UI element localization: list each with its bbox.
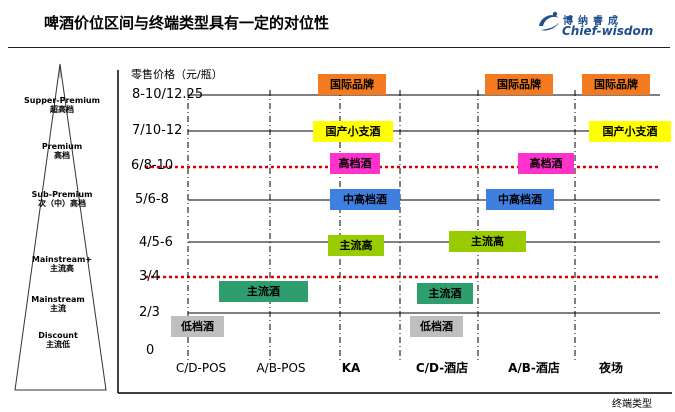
title-divider [8, 47, 670, 48]
y-tick-label: 3/4 [139, 269, 160, 284]
price-pyramid [14, 63, 107, 391]
pyramid-level-cn: 主流低 [46, 340, 70, 349]
pyramid-level-mainstream: Mainstream 主流 [12, 295, 104, 313]
high-grade-box-ka: 高档酒 [330, 153, 380, 174]
pyramid-level-en: Discount [38, 331, 78, 340]
main-high-box-hotel: 主流高 [449, 231, 526, 252]
mid-high-box-ab-hotel: 中高档酒 [486, 189, 554, 210]
logo-english-text: Chief-wisdom [562, 24, 654, 38]
y-tick-label: 5/6-8 [135, 192, 169, 207]
x-tick-label: KA [341, 361, 361, 375]
logo-swirl-icon [539, 11, 559, 31]
mid-high-box-ka: 中高档酒 [330, 189, 400, 210]
x-tick-label: C/D-POS [175, 361, 227, 375]
low-grade-box-pos: 低档酒 [171, 316, 224, 337]
pyramid-level-discount: Discount 主流低 [12, 331, 104, 349]
pyramid-level-cn: 超高档 [50, 105, 74, 114]
main-high-box-ka: 主流高 [328, 235, 384, 256]
pyramid-level-en: Supper-Premium [24, 96, 100, 105]
pyramid-level-cn: 主流高 [50, 264, 74, 273]
domestic-small-box-nightclub: 国产小支酒 [589, 121, 671, 142]
y-tick-label: 0 [146, 343, 155, 358]
pyramid-level-mainstream-plus: Mainstream+ 主流高 [10, 255, 114, 273]
y-tick-label: 7/10-12 [132, 123, 183, 138]
x-tick-label: C/D-酒店 [415, 361, 469, 375]
y-tick-label: 8-10/12.25 [132, 87, 204, 102]
pyramid-level-en: Premium [41, 142, 83, 151]
logo-chinese-text: 博纳睿成 [563, 16, 623, 27]
pyramid-level-en: Mainstream [31, 295, 85, 304]
pyramid-level-en: Mainstream+ [31, 255, 93, 264]
domestic-small-box-ka: 国产小支酒 [313, 121, 393, 142]
mainstream-box-cd-hotel: 主流酒 [417, 283, 473, 304]
pyramid-level-en: Sub-Premium [31, 190, 93, 199]
low-grade-box-cd-hotel: 低档酒 [410, 316, 463, 337]
page-title: 啤酒价位区间与终端类型具有一定的对位性 [44, 14, 330, 32]
pyramid-level-cn: 主流 [50, 304, 66, 313]
x-tick-label: A/B-酒店 [508, 361, 560, 375]
x-tick-label: 夜场 [598, 361, 624, 375]
y-axis-title: 零售价格（元/瓶） [131, 68, 223, 81]
pyramid-level-cn: 次（中）高档 [38, 199, 86, 208]
pyramid-level-premium: Premium 高档 [16, 142, 108, 160]
mainstream-box-pos: 主流酒 [219, 281, 308, 302]
intl-brand-box-ka: 国际品牌 [318, 74, 386, 95]
y-tick-label: 2/3 [139, 305, 160, 320]
intl-brand-box-nightclub: 国际品牌 [582, 74, 650, 95]
pyramid-level-supper-premium: Supper-Premium 超高档 [16, 96, 108, 114]
y-tick-label: 6/8-10 [131, 158, 174, 173]
intl-brand-box-ab-hotel: 国际品牌 [485, 74, 553, 95]
y-tick-label: 4/5-6 [139, 235, 173, 250]
x-axis-title: 终端类型 [612, 399, 652, 410]
high-grade-box-ab-hotel: 高档酒 [518, 153, 574, 174]
x-tick-label: A/B-POS [256, 361, 306, 375]
pyramid-level-sub-premium: Sub-Premium 次（中）高档 [16, 190, 108, 208]
pyramid-level-cn: 高档 [54, 151, 70, 160]
